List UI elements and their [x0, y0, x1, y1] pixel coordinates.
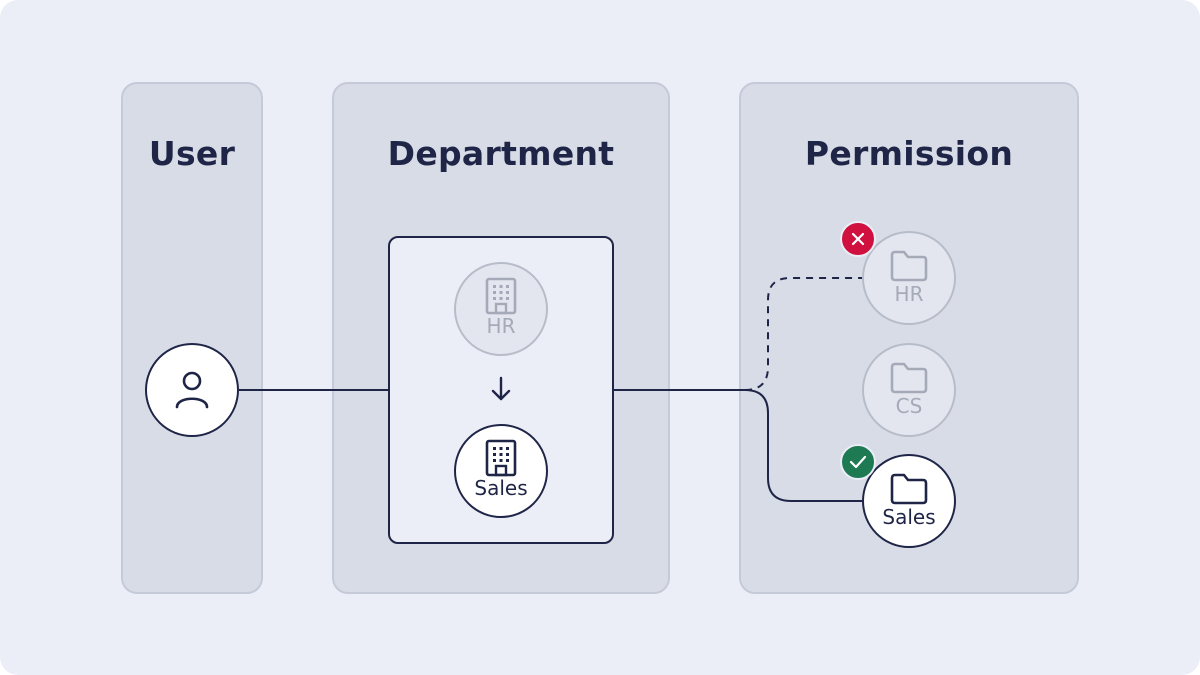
access-granted-badge — [840, 444, 876, 480]
user-node — [145, 343, 239, 437]
permission-column-title: Permission — [804, 134, 1014, 173]
department-node-hr: HR — [454, 262, 548, 356]
department-node-sales: Sales — [454, 424, 548, 518]
permission-node-label: CS — [895, 394, 923, 418]
department-column-title: Department — [387, 134, 615, 173]
department-node-label: Sales — [474, 476, 528, 500]
folder-icon — [890, 362, 928, 394]
x-icon — [851, 232, 865, 246]
user-column-title: User — [148, 134, 236, 173]
building-icon — [485, 277, 517, 315]
arrow-down-icon — [491, 376, 511, 401]
permission-node-sales: Sales — [862, 454, 956, 548]
check-icon — [849, 455, 867, 469]
access-denied-badge — [840, 221, 876, 257]
user-column: User — [121, 82, 263, 594]
permission-node-cs: CS — [862, 343, 956, 437]
folder-icon — [890, 250, 928, 282]
permission-node-label: Sales — [882, 505, 936, 529]
building-icon — [485, 439, 517, 477]
permission-node-hr: HR — [862, 231, 956, 325]
folder-icon — [890, 473, 928, 505]
permission-node-label: HR — [894, 282, 924, 306]
person-icon — [175, 371, 209, 409]
department-node-label: HR — [486, 314, 516, 338]
